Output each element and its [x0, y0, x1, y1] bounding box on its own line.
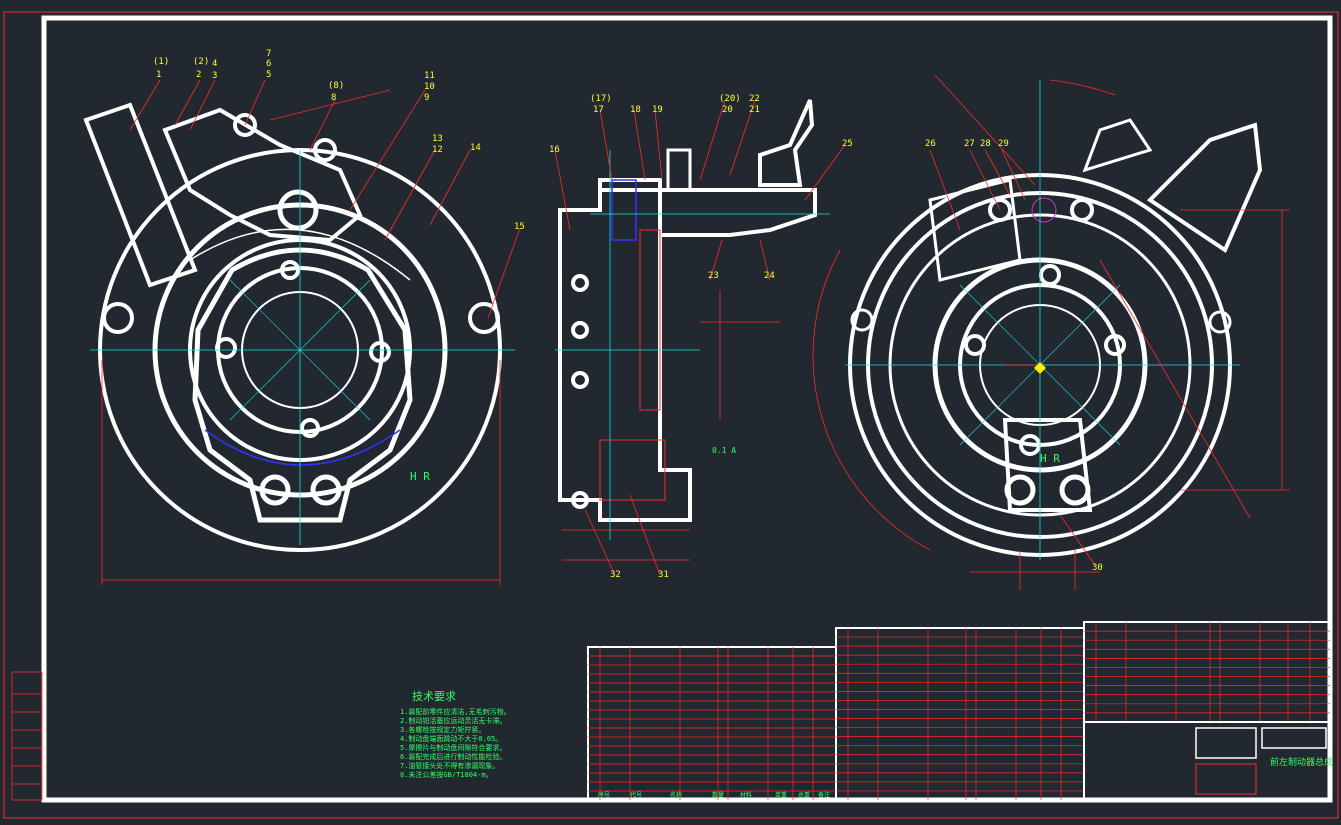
bom-table-1[interactable] [587, 646, 837, 801]
callout-left: 11 [424, 71, 435, 81]
bom-header: 名称 [670, 791, 682, 799]
view-rear-label: H R [1040, 452, 1060, 465]
view-front[interactable] [83, 79, 521, 585]
bom-header-row: 序号 代号 名称 数量 材料 单重 总重 备注 [598, 791, 830, 799]
callout-left: 13 [432, 134, 443, 144]
callout-mid: 19 [652, 105, 663, 115]
callout-left: 14 [470, 143, 481, 153]
callout-mid: 22 [749, 94, 760, 104]
callout-mid: (20) [719, 94, 741, 104]
view-section[interactable] [554, 99, 846, 576]
tech-req-line: 8.未注公差按GB/T1804-m。 [400, 770, 493, 779]
callout-mid: 24 [764, 271, 775, 281]
callout-mid: 25 [842, 139, 853, 149]
callout-left: (1) [153, 57, 169, 67]
bom-header: 材料 [740, 791, 752, 799]
tech-req-line: 3.各螺栓按规定力矩拧紧。 [400, 725, 485, 734]
title-block[interactable] [1083, 721, 1331, 801]
tech-req-line: 5.摩擦片与制动盘间隙符合要求。 [400, 743, 506, 752]
callout-mid: 17 [593, 105, 604, 115]
callout-left: 12 [432, 145, 443, 155]
tech-req-line: 7.油管接头处不得有渗漏现象。 [400, 761, 499, 770]
view-rear[interactable] [812, 74, 1290, 590]
callout-left: 7 [266, 49, 271, 59]
binding-strip [11, 671, 43, 801]
callout-right: 27 [964, 139, 975, 149]
title-block-name: 前左制动器总成 [1270, 756, 1333, 768]
callout-text-layer: (1) 1 (2) 2 4 3 7 6 5 (8) 8 11 10 9 13 1… [153, 49, 1103, 580]
callout-left: 6 [266, 59, 271, 69]
bom-header: 备注 [818, 791, 830, 799]
tech-req-line: 1.装配前零件应清洁,无毛刺污物。 [400, 707, 511, 716]
callout-left: 3 [212, 71, 217, 81]
tech-req-line: 6.装配完成后进行制动性能检验。 [400, 752, 506, 761]
callout-right: 29 [998, 139, 1009, 149]
bom-header: 代号 [630, 791, 642, 799]
outer-border [3, 11, 1339, 819]
callout-mid: 32 [610, 570, 621, 580]
callout-mid: (17) [590, 94, 612, 104]
tech-req-line: 4.制动盘端面跳动不大于0.05。 [400, 734, 502, 743]
bom-table-2[interactable] [835, 627, 1085, 801]
callout-mid: 18 [630, 105, 641, 115]
callout-mid: 20 [722, 105, 733, 115]
callout-left: 1 [156, 70, 161, 80]
bom-header: 总重 [798, 791, 810, 799]
bom-header: 序号 [598, 791, 610, 799]
flatness-tol: 0.1 A [712, 446, 736, 455]
callout-right: 28 [980, 139, 991, 149]
bom-table-3[interactable] [1083, 621, 1331, 723]
callout-left: 4 [212, 59, 217, 69]
callout-left: (8) [328, 81, 344, 91]
callout-mid: 16 [549, 145, 560, 155]
callout-mid: 23 [708, 271, 719, 281]
tech-req-line: 2.制动钳活塞应运动灵活无卡滞。 [400, 716, 506, 725]
callout-left: 10 [424, 82, 435, 92]
callout-left: 9 [424, 93, 429, 103]
callout-right: 30 [1092, 563, 1103, 573]
bom-header: 数量 [712, 791, 724, 799]
callout-left: 8 [331, 93, 336, 103]
callout-left: 15 [514, 222, 525, 232]
technical-requirements: 技术要求 1.装配前零件应清洁,无毛刺污物。 2.制动钳活塞应运动灵活无卡滞。 … [400, 690, 511, 779]
callout-mid: 31 [658, 570, 669, 580]
callout-left: (2) [193, 57, 209, 67]
datum-marker [1034, 362, 1046, 374]
callout-left: 5 [266, 70, 271, 80]
callout-left: 2 [196, 70, 201, 80]
bom-header: 单重 [775, 791, 787, 799]
tech-req-title: 技术要求 [412, 690, 456, 703]
callout-right: 26 [925, 139, 936, 149]
callout-mid: 21 [749, 105, 760, 115]
view-front-label: H R [410, 470, 430, 483]
